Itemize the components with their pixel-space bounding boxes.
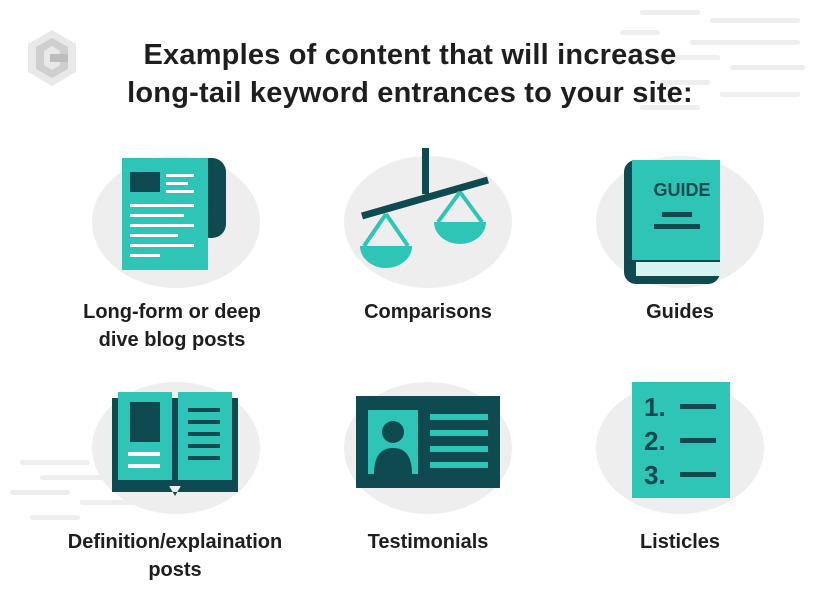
title-line-1: Examples of content that will increase (143, 39, 677, 71)
caption-line-1: Guides (646, 301, 714, 323)
newspaper-icon (118, 156, 228, 281)
guide-cover-text: GUIDE (653, 180, 711, 200)
caption-testimonials: Testimonials (298, 528, 558, 556)
brand-logo (24, 28, 80, 88)
caption-line-1: Definition/explaination (67, 531, 283, 553)
open-book-icon (110, 388, 240, 509)
list-number-3: 3. (644, 460, 666, 490)
caption-line-1: Testimonials (367, 531, 489, 553)
list-line (680, 404, 716, 409)
guide-book-icon: GUIDE (622, 158, 726, 293)
caption-guides: Guides (550, 298, 810, 326)
caption-line-1: Long-form or deep (83, 301, 261, 323)
list-number-2: 2. (644, 426, 666, 456)
id-card-icon (356, 396, 502, 495)
caption-listicles: Listicles (550, 528, 810, 556)
title-line-2: long-tail keyword entrances to your site… (127, 77, 693, 109)
caption-line-1: Listicles (639, 531, 721, 553)
caption-line-2: dive blog posts (98, 329, 246, 351)
list-line (680, 438, 716, 443)
caption-line-2: posts (148, 559, 202, 581)
caption-comparisons: Comparisons (298, 298, 558, 326)
caption-long-form: Long-form or deep dive blog posts (42, 298, 302, 354)
caption-definition: Definition/explaination posts (45, 528, 305, 584)
list-number-1: 1. (644, 392, 666, 422)
list-line (680, 472, 716, 477)
page-title: Examples of content that will increase l… (90, 36, 730, 112)
numbered-list-icon: 1. 2. 3. (632, 382, 730, 498)
scales-icon (356, 146, 496, 291)
caption-line-1: Comparisons (364, 301, 492, 323)
